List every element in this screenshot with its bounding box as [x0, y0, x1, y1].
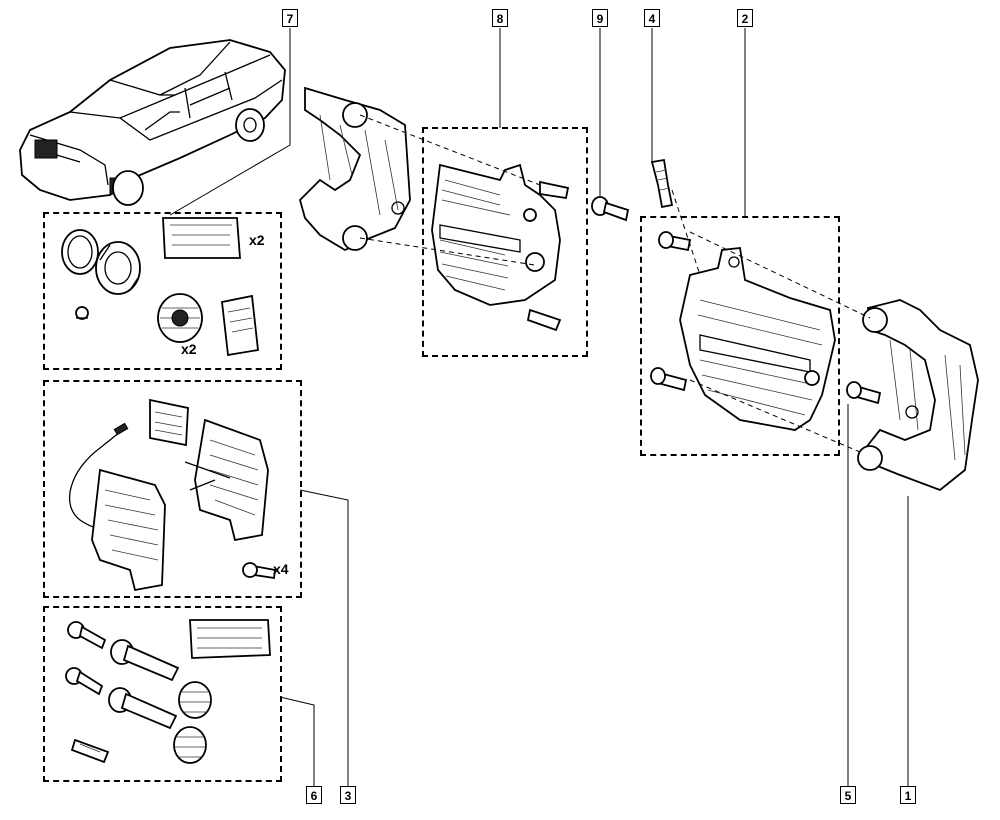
kit-box-8 — [422, 127, 588, 357]
callout-4: 4 — [644, 9, 660, 27]
caliper-bracket-1 — [846, 299, 979, 492]
callout-7: 7 — [282, 9, 298, 27]
callout-1: 1 — [900, 786, 916, 804]
kit6-parts — [65, 619, 271, 764]
caliper-8 — [431, 163, 570, 332]
kit-box-2 — [640, 216, 840, 456]
callout-9: 9 — [592, 9, 608, 27]
caliper-bracket-left — [298, 86, 411, 252]
callout-2: 2 — [737, 9, 753, 27]
qty-bolts-x4: x4 — [273, 561, 289, 577]
bleed-screw-4 — [650, 158, 674, 209]
kit7-parts — [61, 217, 259, 357]
caliper-2 — [650, 231, 836, 431]
qty-boots-x2: x2 — [181, 341, 197, 357]
callout-5: 5 — [840, 786, 856, 804]
kit-box-6 — [43, 606, 282, 782]
leader-lines — [169, 28, 909, 786]
callout-3: 3 — [340, 786, 356, 804]
kit-box-3 — [43, 380, 302, 598]
kit-box-7 — [43, 212, 282, 370]
qty-grease-x2: x2 — [249, 232, 265, 248]
callout-8: 8 — [492, 9, 508, 27]
callout-6: 6 — [306, 786, 322, 804]
car-illustration — [19, 39, 286, 206]
bolt-9 — [591, 196, 630, 222]
kit3-parts — [69, 398, 276, 592]
